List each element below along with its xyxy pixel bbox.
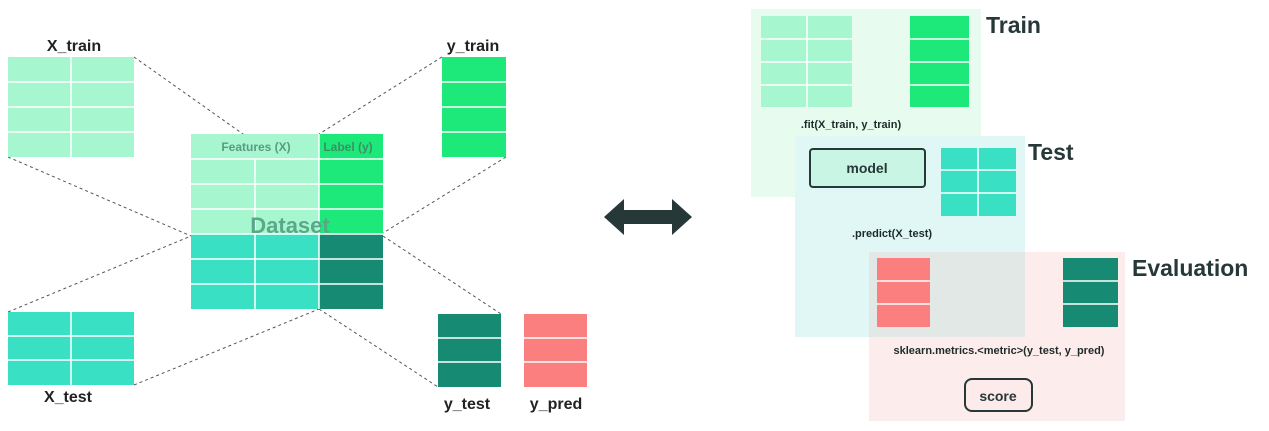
connector-line (133, 308, 320, 386)
y-test-block (438, 314, 501, 387)
eval-pred-block (877, 258, 930, 327)
double-arrow-icon (604, 199, 692, 235)
score-box (964, 378, 1033, 412)
score-label: score (979, 388, 1017, 404)
model-label: model (846, 160, 887, 176)
metrics-call: sklearn.metrics.<metric>(y_test, y_pred) (894, 345, 1105, 357)
features-header: Features (X) (221, 140, 290, 154)
y-train-block (442, 57, 506, 157)
eval-test-block (1063, 258, 1118, 327)
dataset-block (191, 134, 383, 309)
predict-call: .predict(X_test) (852, 228, 932, 240)
connector-line (7, 156, 192, 237)
connector-line (318, 56, 443, 135)
y-train-label: y_train (447, 38, 499, 55)
x-train-label: X_train (47, 38, 101, 55)
train-title: Train (986, 12, 1041, 38)
connector-line (318, 308, 439, 388)
evaluation-title: Evaluation (1132, 255, 1248, 281)
y-test-label: y_test (444, 396, 491, 413)
fit-call: .fit(X_train, y_train) (801, 119, 902, 131)
test-x-block (941, 148, 1016, 216)
connector-line (382, 235, 502, 315)
x-test-block (8, 312, 134, 385)
dataset-label: Dataset (250, 213, 330, 238)
y-pred-label: y_pred (530, 396, 582, 413)
label-header: Label (y) (323, 140, 372, 154)
train-y-block (910, 16, 969, 107)
test-title: Test (1028, 139, 1074, 165)
x-test-label: X_test (44, 389, 93, 406)
connector-line (7, 235, 192, 313)
x-train-block (8, 57, 134, 157)
model-box (809, 148, 926, 188)
y-pred-block (524, 314, 587, 387)
connector-line (382, 156, 507, 234)
train-x-block (761, 16, 852, 107)
